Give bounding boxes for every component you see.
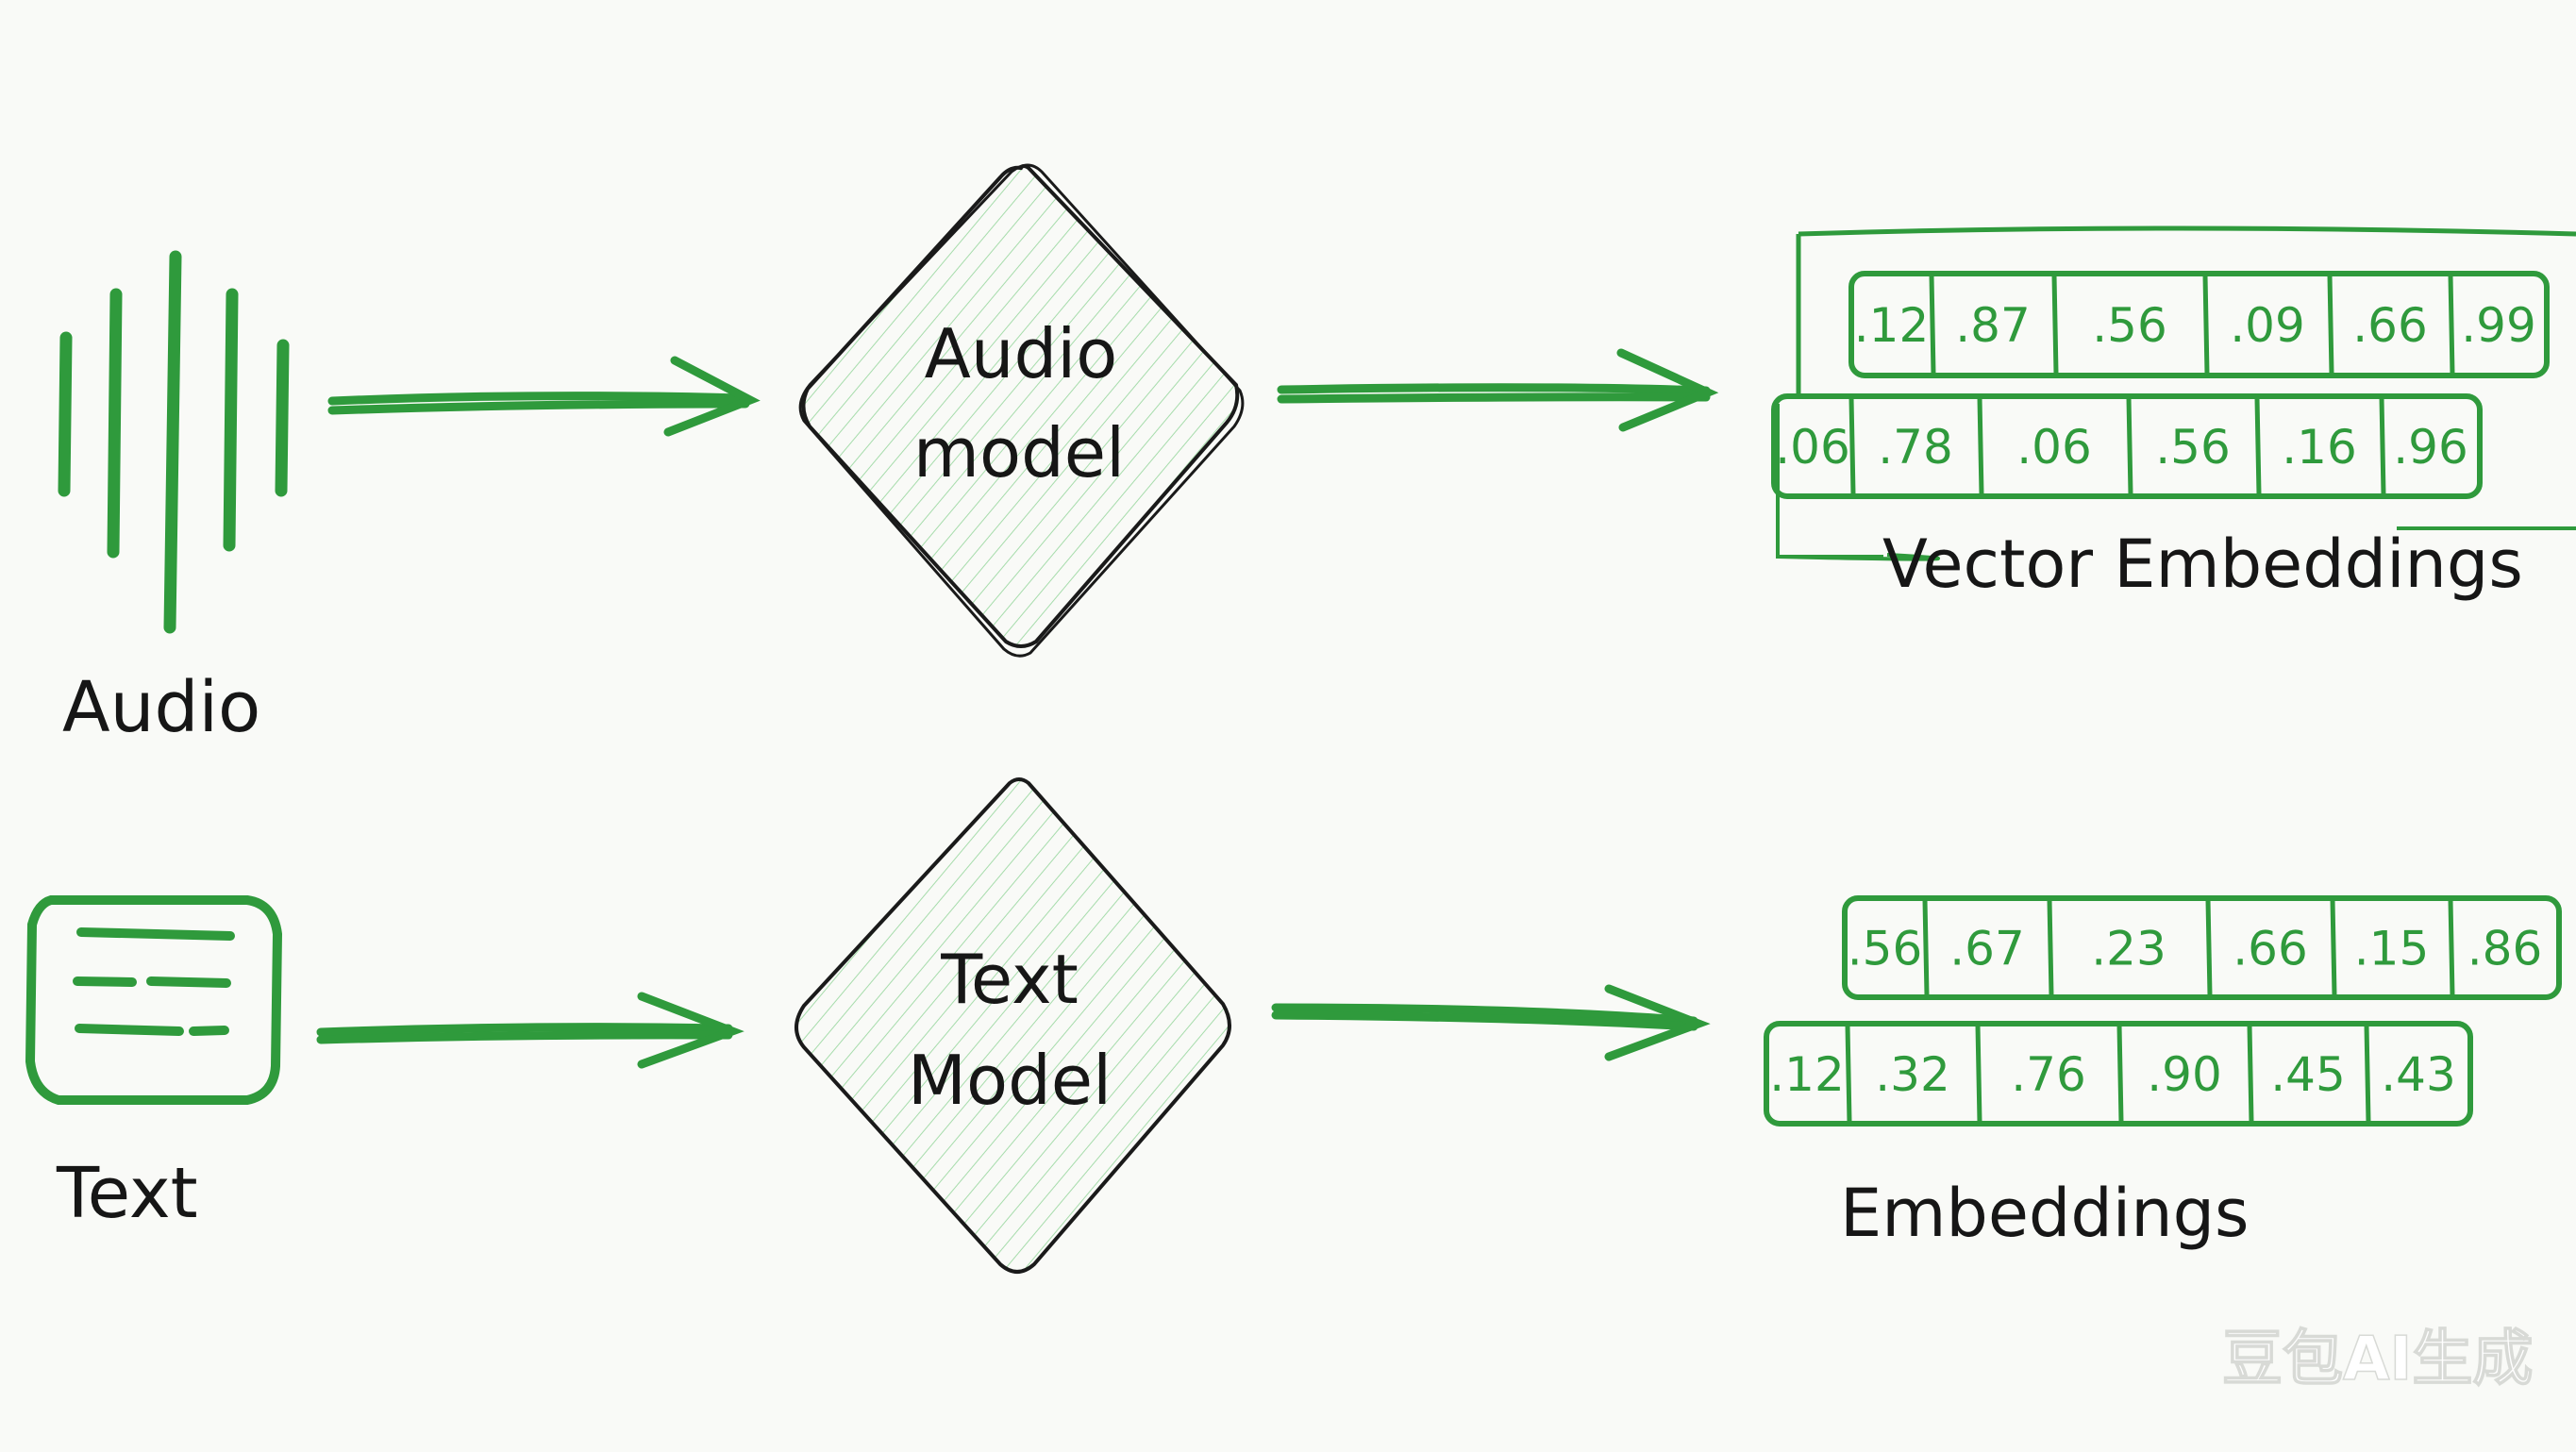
arrow-audio-to-model — [327, 356, 761, 437]
text-row-2-cell-value: .90 — [2147, 1047, 2222, 1102]
text-row-2-cell-divider — [2247, 1025, 2254, 1123]
audio-row-1-cell-divider — [2051, 275, 2059, 375]
audio-row-2-cell-divider — [1848, 397, 1856, 495]
text-row-1-cell-divider — [2205, 899, 2213, 996]
audio-model-label-line1: Audio — [925, 314, 1118, 393]
audio-row-2-cell-value: .06 — [1775, 420, 1850, 475]
text-row-1-cell-value: .56 — [1848, 922, 1923, 976]
text-row-2-cell-value: .43 — [2381, 1047, 2456, 1102]
audio-row-2-cell-value: .06 — [2016, 420, 2092, 475]
text-row-1-cell-value: .66 — [2233, 922, 2308, 976]
audio-row-1-cell-divider — [2327, 275, 2334, 375]
audio-row-2-cell-value: .56 — [2155, 420, 2231, 475]
text-input-label: Text — [56, 1153, 198, 1234]
text-row-1-cell-value: .67 — [1949, 922, 2025, 976]
text-row-2-cell-divider — [1845, 1025, 1852, 1123]
text-row-2-cell-frame — [1764, 1021, 2473, 1127]
text-model-label-line1: Text — [940, 940, 1079, 1019]
text-model-node: Text Model — [795, 777, 1231, 1274]
text-row-2-cell-divider — [2364, 1025, 2371, 1123]
text-row-1-cell-value: .15 — [2354, 922, 2430, 976]
audio-waveform-icon — [58, 250, 290, 634]
text-row-2-cell-divider — [1975, 1025, 1982, 1123]
vector-embeddings-caption: Vector Embeddings — [1882, 526, 2523, 603]
arrow-text-model-to-embeddings — [1271, 984, 1711, 1061]
audio-row-2-cell-divider — [1977, 397, 1984, 495]
text-row-2-cell-value: .32 — [1875, 1047, 1950, 1102]
text-row-1-cell-value: .23 — [2091, 922, 2166, 976]
audio-row-1-cell-value: .66 — [2352, 298, 2428, 353]
text-row-2-cell-value: .12 — [1769, 1047, 1845, 1102]
audio-row-1-cell-divider — [2448, 275, 2455, 375]
audio-row-1-cell-value: .87 — [1955, 298, 2031, 353]
audio-row-1-cell-divider — [1929, 275, 1936, 375]
audio-model-node: Audio model — [798, 163, 1245, 658]
audio-row-2-cell-divider — [2254, 397, 2262, 495]
audio-embedding-row-1: .12 .87 .56 .09 .66 .99 — [1848, 271, 2550, 378]
audio-row-1-cell-divider — [2202, 275, 2210, 375]
audio-embedding-row-2: .06 .78 .06 .56 .16 .96 — [1771, 393, 2483, 499]
audio-row-2-cell-value: .78 — [1878, 420, 1953, 475]
audio-row-1-cell-frame — [1848, 271, 2550, 378]
text-embedding-row-2: .12 .32 .76 .90 .45 .43 — [1764, 1021, 2473, 1127]
audio-row-1-cell-value: .99 — [2461, 298, 2536, 353]
audio-row-2-cell-value: .96 — [2393, 420, 2468, 475]
text-document-icon — [25, 895, 283, 1105]
text-embedding-row-1: .56 .67 .23 .66 .15 .86 — [1842, 895, 2562, 1000]
audio-row-1-cell-value: .12 — [1854, 298, 1930, 353]
audio-row-2-cell-frame — [1771, 393, 2483, 499]
text-embeddings-group: .56 .67 .23 .66 .15 .86 .12 .32 .76 .90 .45 .43 Em… — [1764, 895, 2562, 1252]
text-row-1-cell-divider — [2330, 899, 2337, 996]
audio-row-2-cell-divider — [2379, 397, 2386, 495]
audio-row-1-cell-value: .56 — [2092, 298, 2167, 353]
text-row-1-cell-divider — [1922, 899, 1930, 996]
audio-row-2-cell-value: .16 — [2282, 420, 2357, 475]
text-row-1-cell-value: .86 — [2467, 922, 2543, 976]
arrow-audio-model-to-embeddings — [1277, 348, 1719, 432]
audio-row-1-cell-value: .09 — [2230, 298, 2305, 353]
text-row-2-cell-divider — [2116, 1025, 2124, 1123]
arrow-text-to-model — [316, 992, 744, 1069]
audio-row-2-cell-divider — [2126, 397, 2133, 495]
embeddings-caption: Embeddings — [1840, 1175, 2250, 1252]
text-row-1-cell-divider — [2047, 899, 2054, 996]
audio-input-label: Audio — [62, 667, 260, 748]
text-row-1-cell-frame — [1842, 895, 2562, 1000]
watermark-text: 豆包AI生成 — [2222, 1325, 2533, 1394]
text-row-2-cell-value: .45 — [2270, 1047, 2346, 1102]
text-row-1-cell-divider — [2448, 899, 2455, 996]
text-row-2-cell-value: .76 — [2011, 1047, 2086, 1102]
audio-model-label-line2: model — [913, 413, 1125, 492]
text-model-label-line2: Model — [908, 1041, 1112, 1120]
audio-embeddings-group: .12 .87 .56 .09 .66 .99 .06 .78 .06 .56 .16 .96 Ve… — [1771, 225, 2576, 603]
